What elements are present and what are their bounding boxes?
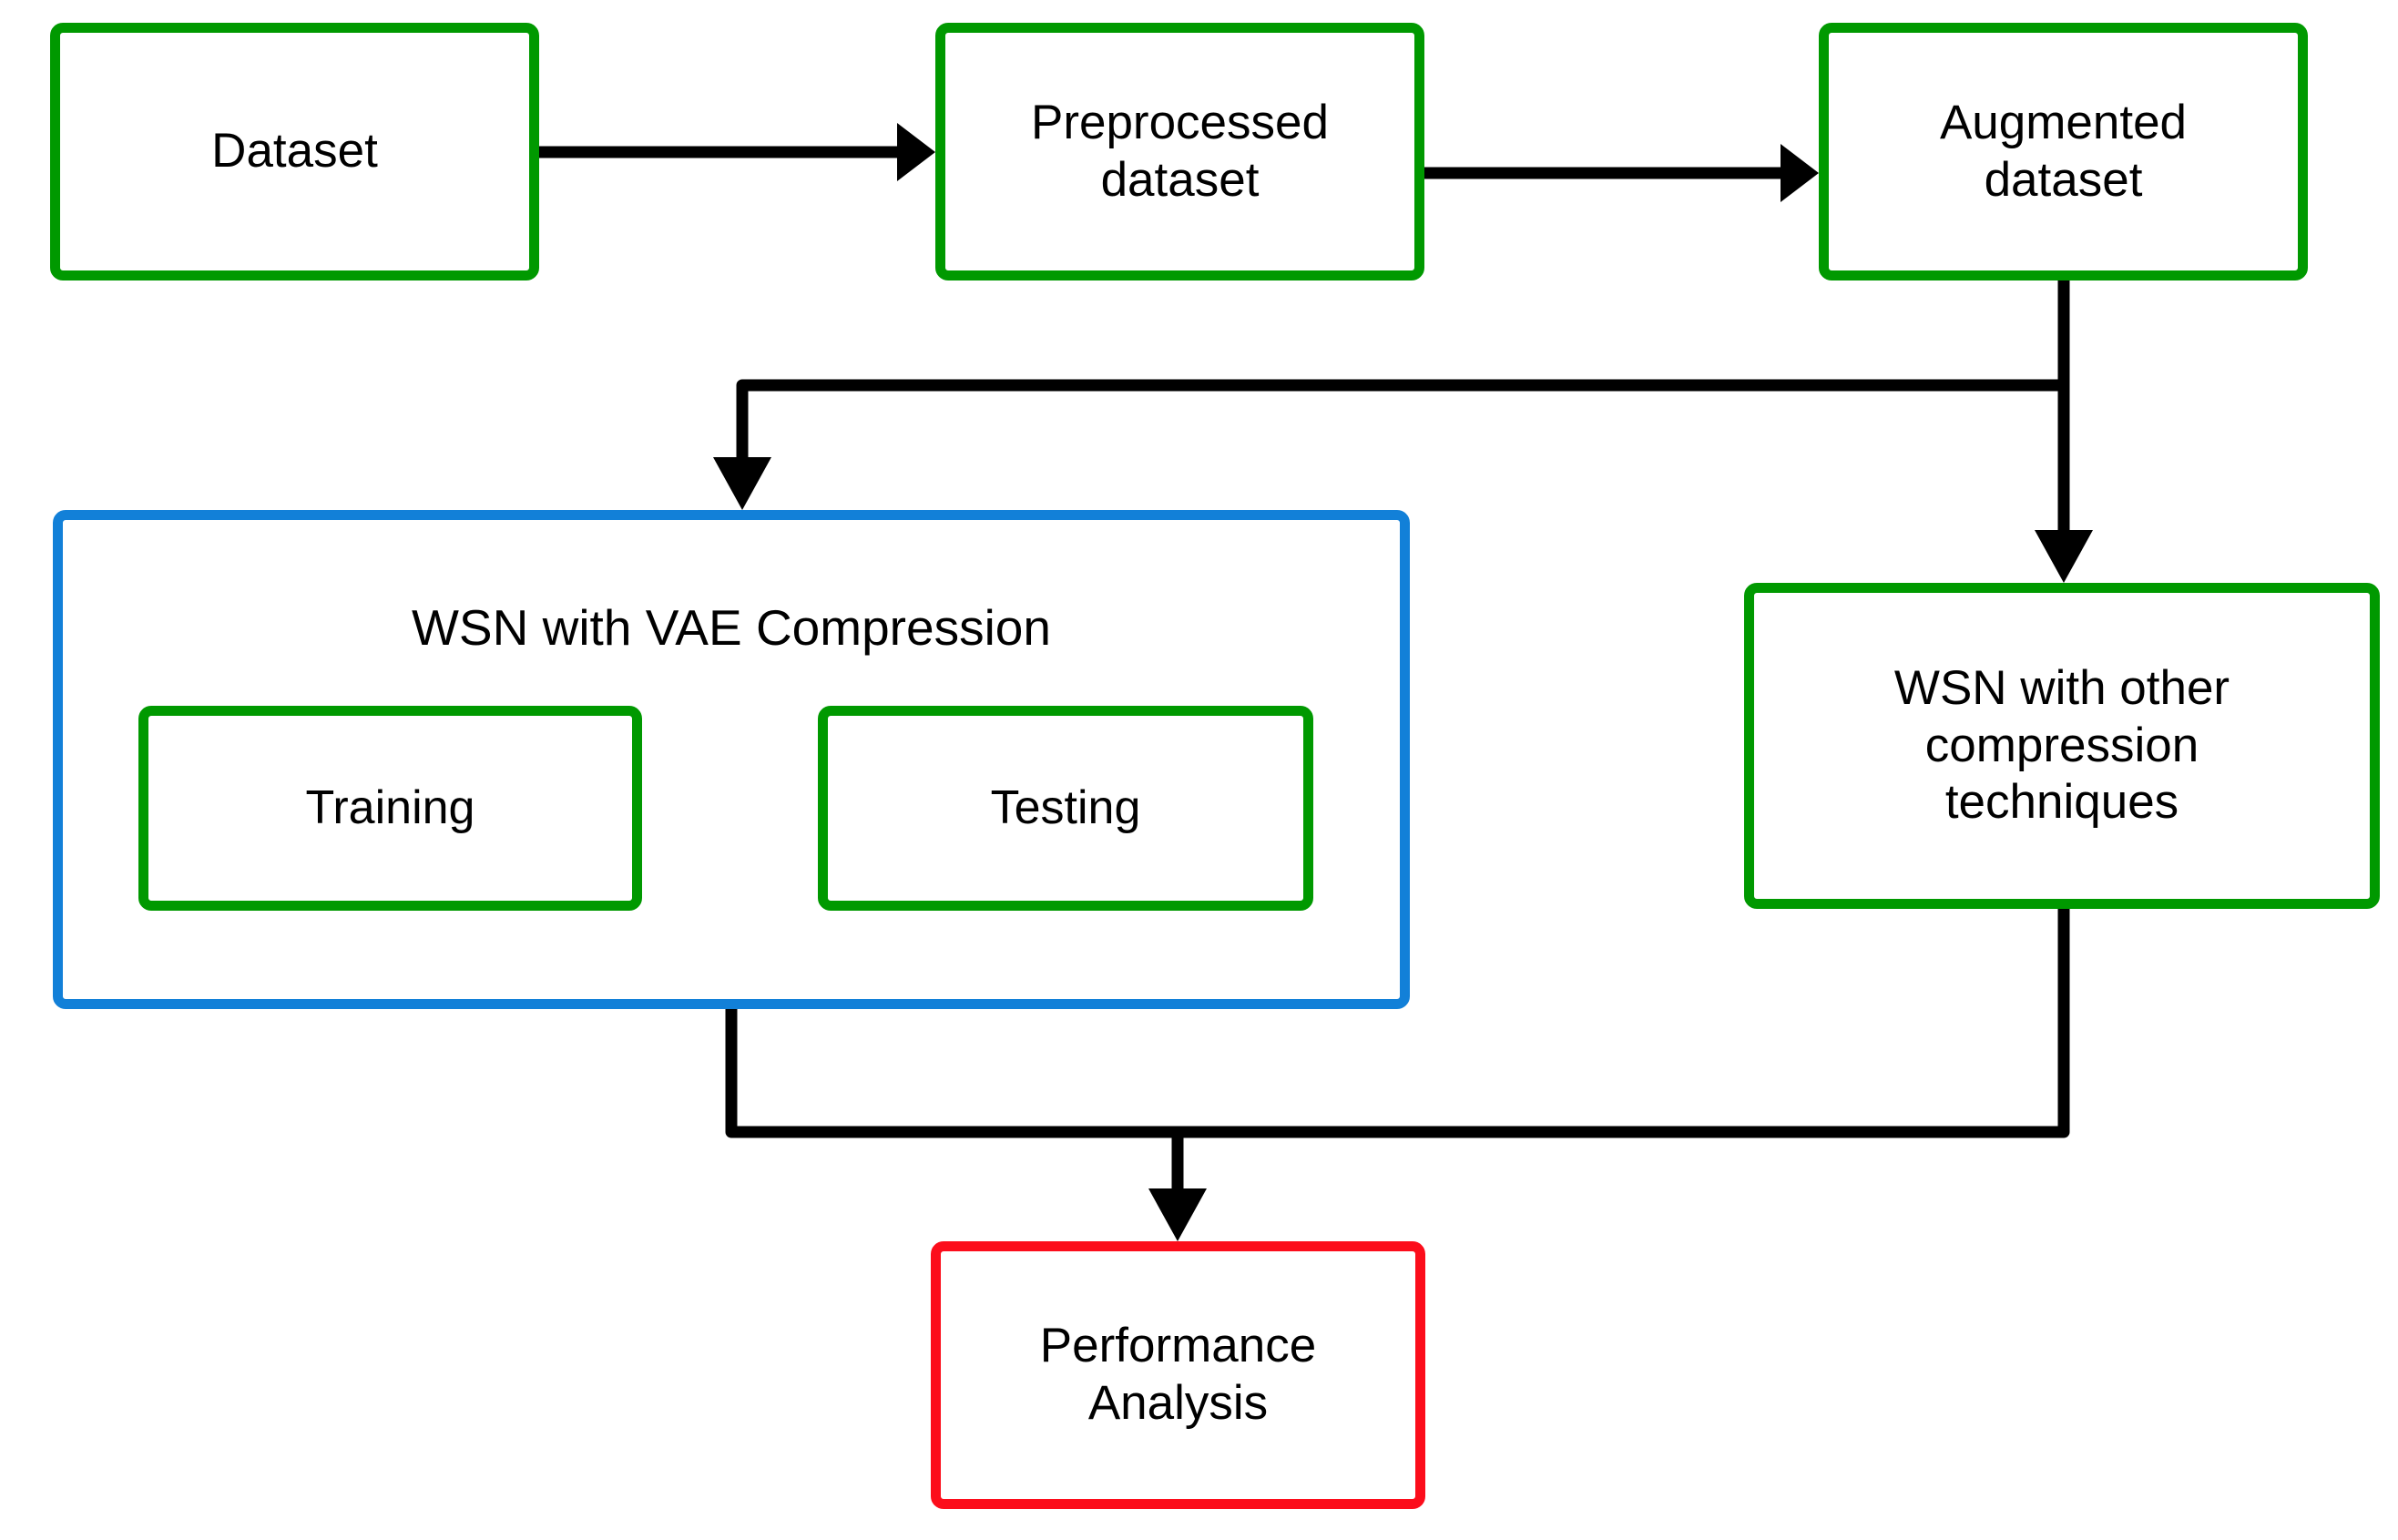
node-testing[interactable]: Testing xyxy=(818,706,1313,911)
node-dataset[interactable]: Dataset xyxy=(50,23,539,280)
node-preprocessed-dataset[interactable]: Preprocessed dataset xyxy=(935,23,1424,280)
node-performance-analysis[interactable]: Performance Analysis xyxy=(931,1241,1425,1509)
node-augmented-dataset[interactable]: Augmented dataset xyxy=(1819,23,2308,280)
node-wsn-with-other-compression-techniques[interactable]: WSN with other compression techniques xyxy=(1744,583,2380,909)
group-title-wsn-with-vae-compression: WSN with VAE Compression xyxy=(412,599,1051,656)
node-training[interactable]: Training xyxy=(138,706,642,911)
